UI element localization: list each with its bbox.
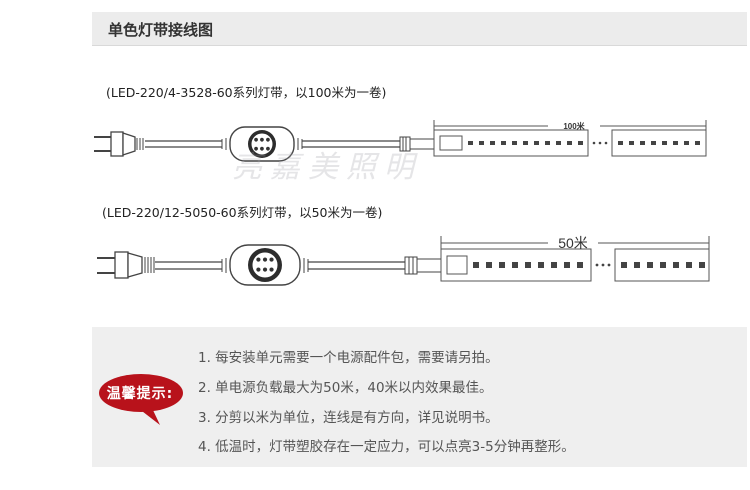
- tips-bubble-icon: [99, 374, 183, 425]
- svg-text:● ● ●: ● ● ●: [254, 146, 271, 152]
- length-dimension: [433, 120, 707, 132]
- wiring-diagram-5050: ● ● ● ● ● ●: [97, 235, 710, 286]
- svg-text:● ● ●: ● ● ●: [256, 257, 274, 263]
- length-label-50m: 50米: [558, 235, 588, 251]
- controller-icon: ● ● ● ● ● ●: [221, 126, 303, 162]
- tips-title: 温馨提示:: [106, 386, 174, 402]
- series-label-3528: (LED-220/4-3528-60系列灯带，以100米为一卷): [106, 85, 387, 100]
- svg-text:● ● ●: ● ● ●: [254, 137, 271, 143]
- watermark: 亮嘉美照明: [232, 150, 422, 185]
- led-strip-5050: [440, 248, 710, 282]
- plug-icon: [94, 131, 144, 157]
- length-label-100m: 100米: [563, 121, 585, 131]
- section-title: 单色灯带接线图: [108, 21, 214, 39]
- tip-item-3: 3. 分剪以米为单位，连线是有方向，详见说明书。: [198, 410, 499, 426]
- series-label-5050: (LED-220/12-5050-60系列灯带，以50米为一卷): [102, 205, 383, 220]
- tip-item-2: 2. 单电源负载最大为50米，40米以内效果最佳。: [198, 380, 493, 396]
- length-dimension: [440, 236, 710, 251]
- tip-item-1: 1. 每安装单元需要一个电源配件包，需要请另拍。: [198, 350, 499, 366]
- led-strip-3528: [433, 129, 707, 157]
- tip-item-4: 4. 低温时，灯带塑胶存在一定应力，可以点亮3-5分钟再整形。: [198, 439, 575, 455]
- section-header: 单色灯带接线图: [92, 12, 747, 46]
- tips-panel: [92, 327, 747, 467]
- controller-icon: ● ● ● ● ● ●: [221, 244, 309, 286]
- connector-icon: [404, 256, 442, 275]
- plug-icon: [97, 251, 155, 279]
- wiring-diagram-3528: ● ● ● ● ● ●: [94, 120, 707, 162]
- svg-text:● ● ●: ● ● ●: [256, 267, 274, 273]
